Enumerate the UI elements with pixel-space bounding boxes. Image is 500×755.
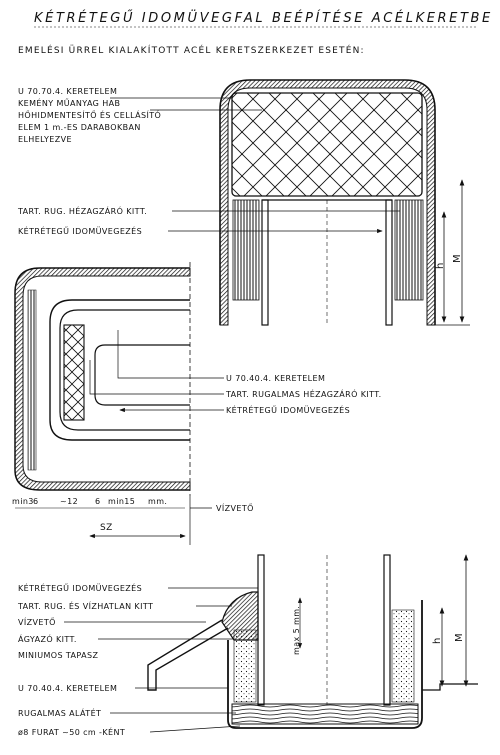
bottom-label-bedding: ÁGYAZÓ KITT. <box>18 633 77 644</box>
top-sealant-right <box>394 199 424 301</box>
top-label-foam-2: HŐHIDMENTESÍTŐ ÉS CELLÁSÍTÓ <box>18 109 161 120</box>
bottom-label-hole: ø8 FURAT ~50 cm -KÉNT <box>18 726 125 737</box>
bottom-label-glazing: KÉTRÉTEGŰ IDOMÜVEGEZÉS <box>18 582 142 593</box>
mid-label-drip: VÍZVETŐ <box>216 502 254 513</box>
bottom-dim-h: h <box>432 637 443 644</box>
middle-detail: min3 6 ~12 6 min15 mm. SZ U 70.40.4. KER… <box>12 262 382 545</box>
bottom-frame <box>227 600 423 729</box>
top-label-glazing: KÉTRÉTEGŰ IDOMÜVEGEZÉS <box>18 225 142 236</box>
top-dim-m: M <box>452 254 463 263</box>
mid-sealant <box>27 289 37 471</box>
mid-dim-min3: min3 <box>12 497 34 506</box>
bottom-glass-left <box>257 554 265 706</box>
top-dim-h: h <box>435 262 446 269</box>
drawing-subtitle: EMELÉSI ÜRREL KIALAKÍTOTT ACÉL KERETSZER… <box>18 44 365 56</box>
bottom-label-pad: RUGALMAS ALÁTÉT <box>18 707 101 718</box>
drawing-title: KÉTRÉTEGŰ IDOMÜVEGFAL BEÉPÍTÉSE ACÉLKERE… <box>34 9 493 26</box>
top-label-frame: U 70.70.4. KERETELEM <box>18 87 117 96</box>
top-label-foam-1: KEMÉNY MŰANYAG HAB <box>18 97 120 108</box>
top-frame-steel <box>219 79 436 326</box>
bottom-right-drip <box>422 683 478 691</box>
bottom-elastic-pad <box>231 703 419 725</box>
mid-glass-profile-inner <box>59 309 190 431</box>
top-sealant-left <box>232 199 260 301</box>
mid-label-glazing: KÉTRÉTEGŰ IDOMÜVEGEZÉS <box>226 404 350 415</box>
bottom-label-drip: VÍZVETŐ <box>18 616 56 627</box>
mid-dim-min15: min15 <box>108 497 135 506</box>
bottom-detail: h M max 5 mm. KÉTRÉTEGŰ IDOMÜVEGEZÉS TAR… <box>17 554 478 737</box>
mid-glass-profile <box>49 299 190 441</box>
mid-dim-12: ~12 <box>60 497 78 506</box>
mid-foam-insert <box>63 324 85 421</box>
mid-leader-kitt <box>89 360 224 395</box>
mid-leader-frame <box>117 330 224 379</box>
mid-dim-6b: 6 <box>95 497 101 506</box>
top-label-kitt: TART. RUG. HÉZAGZÁRÓ KITT. <box>17 205 147 216</box>
bottom-bedding-left <box>233 629 257 703</box>
bottom-label-paste: MINIUMOS TAPASZ <box>18 651 98 660</box>
mid-dim-unit: mm. <box>148 497 167 506</box>
mid-dim-sz: SZ <box>100 523 113 533</box>
mid-frame-steel <box>14 267 191 491</box>
bottom-drip-bar <box>147 619 229 691</box>
top-glass-left <box>261 199 269 326</box>
top-foam-insert <box>231 92 423 197</box>
bottom-dim-max: max 5 mm. <box>292 606 301 655</box>
mid-label-kitt: TART. RUGALMAS HÉZAGZÁRÓ KITT. <box>225 388 382 399</box>
top-glass-right <box>385 199 393 326</box>
bottom-bedding-right <box>391 609 415 703</box>
bottom-label-frame: U 70.40.4. KERETELEM <box>18 684 117 693</box>
top-detail: h M U 70.70.4. KERETELEM KEMÉNY MŰANYAG … <box>17 79 470 326</box>
bottom-dim-m: M <box>454 633 465 642</box>
mid-inner-leg <box>94 344 190 406</box>
mid-frame-outer <box>14 267 190 491</box>
bottom-label-kitt: TART. RUG. ÉS VÍZHATLAN KITT <box>17 600 153 611</box>
mid-label-frame: U 70.40.4. KERETELEM <box>226 374 325 383</box>
top-label-foam-4: ELHELYEZVE <box>18 135 72 144</box>
bottom-glass-right <box>383 554 391 706</box>
bottom-leader-hole <box>149 725 241 733</box>
bottom-sealant-bead <box>221 591 259 641</box>
top-label-foam-3: ELEM 1 m.-ES DARABOKBAN <box>18 123 141 132</box>
mid-dim-6a: 6 <box>33 497 39 506</box>
